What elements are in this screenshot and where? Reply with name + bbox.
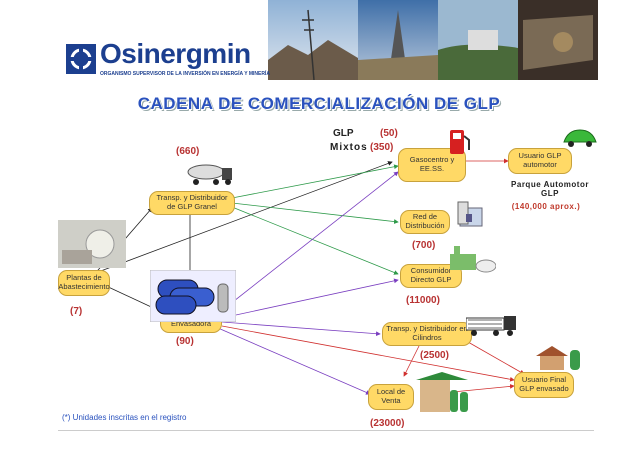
photo-strip	[268, 0, 598, 80]
count-planta-envasadora: (90)	[176, 336, 194, 347]
footnote: (*) Unidades inscritas en el registro	[62, 413, 187, 422]
edge-envasadora-usuario	[221, 325, 515, 382]
page-title: CADENA DE COMERCIALIZACIÓN DE GLP	[137, 94, 501, 113]
storage-tank-icon	[150, 270, 236, 322]
cylinder-house-icon	[536, 346, 580, 370]
node-transp-granel: Transp. y Distribuidor de GLP Granel	[149, 191, 235, 215]
count-consumidor-directo: (11000)	[406, 295, 440, 306]
count-transp-cilindros: (2500)	[420, 350, 449, 361]
parque-automotor-title: Parque Automotor GLP	[511, 180, 589, 198]
count-plantas: (7)	[70, 306, 83, 317]
header-photos-icon	[268, 0, 598, 80]
logo-subtitle: ORGANISMO SUPERVISOR DE LA INVERSIÓN EN …	[100, 71, 270, 77]
node-consumidor-directo: Consumidor Directo GLP	[400, 264, 462, 288]
edge-envasadora-consumidor	[221, 278, 399, 319]
count-gasocentro-mixtos: (350)	[370, 142, 394, 153]
node-plantas-abastecimiento: Plantas de Abastecimiento	[58, 270, 110, 296]
count-gasocentro-glp: (50)	[380, 128, 398, 139]
node-usuario-final: Usuario Final GLP envasado	[514, 372, 574, 398]
car-icon	[563, 129, 597, 147]
edge-envasadora-gasocentro	[219, 171, 399, 313]
edge-plantas-gasocentro	[97, 161, 393, 273]
divider	[58, 430, 594, 431]
factory-icon	[450, 246, 496, 273]
edge-transp-gasocentro	[231, 164, 399, 199]
osinergmin-logo-icon	[66, 44, 96, 74]
edge-envasadora-cilindros	[221, 321, 381, 337]
count-transp-granel: (660)	[176, 146, 200, 157]
market-stall-icon	[416, 372, 468, 412]
count-local-venta: (23000)	[370, 418, 405, 429]
edge-transp-consumidor	[231, 206, 399, 275]
edge-cilindros-usuario	[467, 341, 525, 375]
truck-icon	[466, 316, 516, 336]
label-mixtos: Mixtos	[330, 142, 368, 153]
header-banner	[58, 0, 598, 88]
node-usuario-automotor: Usuario GLP automotor	[508, 148, 572, 174]
edge-cilindros-local	[403, 343, 421, 377]
node-gasocentro: Gasocentro y EE.SS.	[398, 148, 466, 182]
node-red-distribucion: Red de Distribución	[400, 210, 450, 234]
tanker-truck-icon	[187, 164, 232, 185]
edge-transp-red	[231, 202, 399, 224]
label-glp: GLP	[333, 128, 354, 139]
count-red-distribucion: (700)	[412, 240, 436, 251]
plant-photo-icon	[58, 220, 126, 268]
node-local-venta: Local de Venta	[368, 384, 414, 410]
gas-pump-icon	[450, 130, 470, 154]
logo-name: Osinergmin	[100, 38, 251, 69]
edge-envasadora-local	[217, 327, 371, 395]
parque-automotor-value: (140,000 aprox.)	[511, 202, 581, 211]
house-icon	[457, 201, 483, 227]
node-transp-cilindros: Transp. y Distribuidor en Cilindros	[382, 322, 472, 346]
